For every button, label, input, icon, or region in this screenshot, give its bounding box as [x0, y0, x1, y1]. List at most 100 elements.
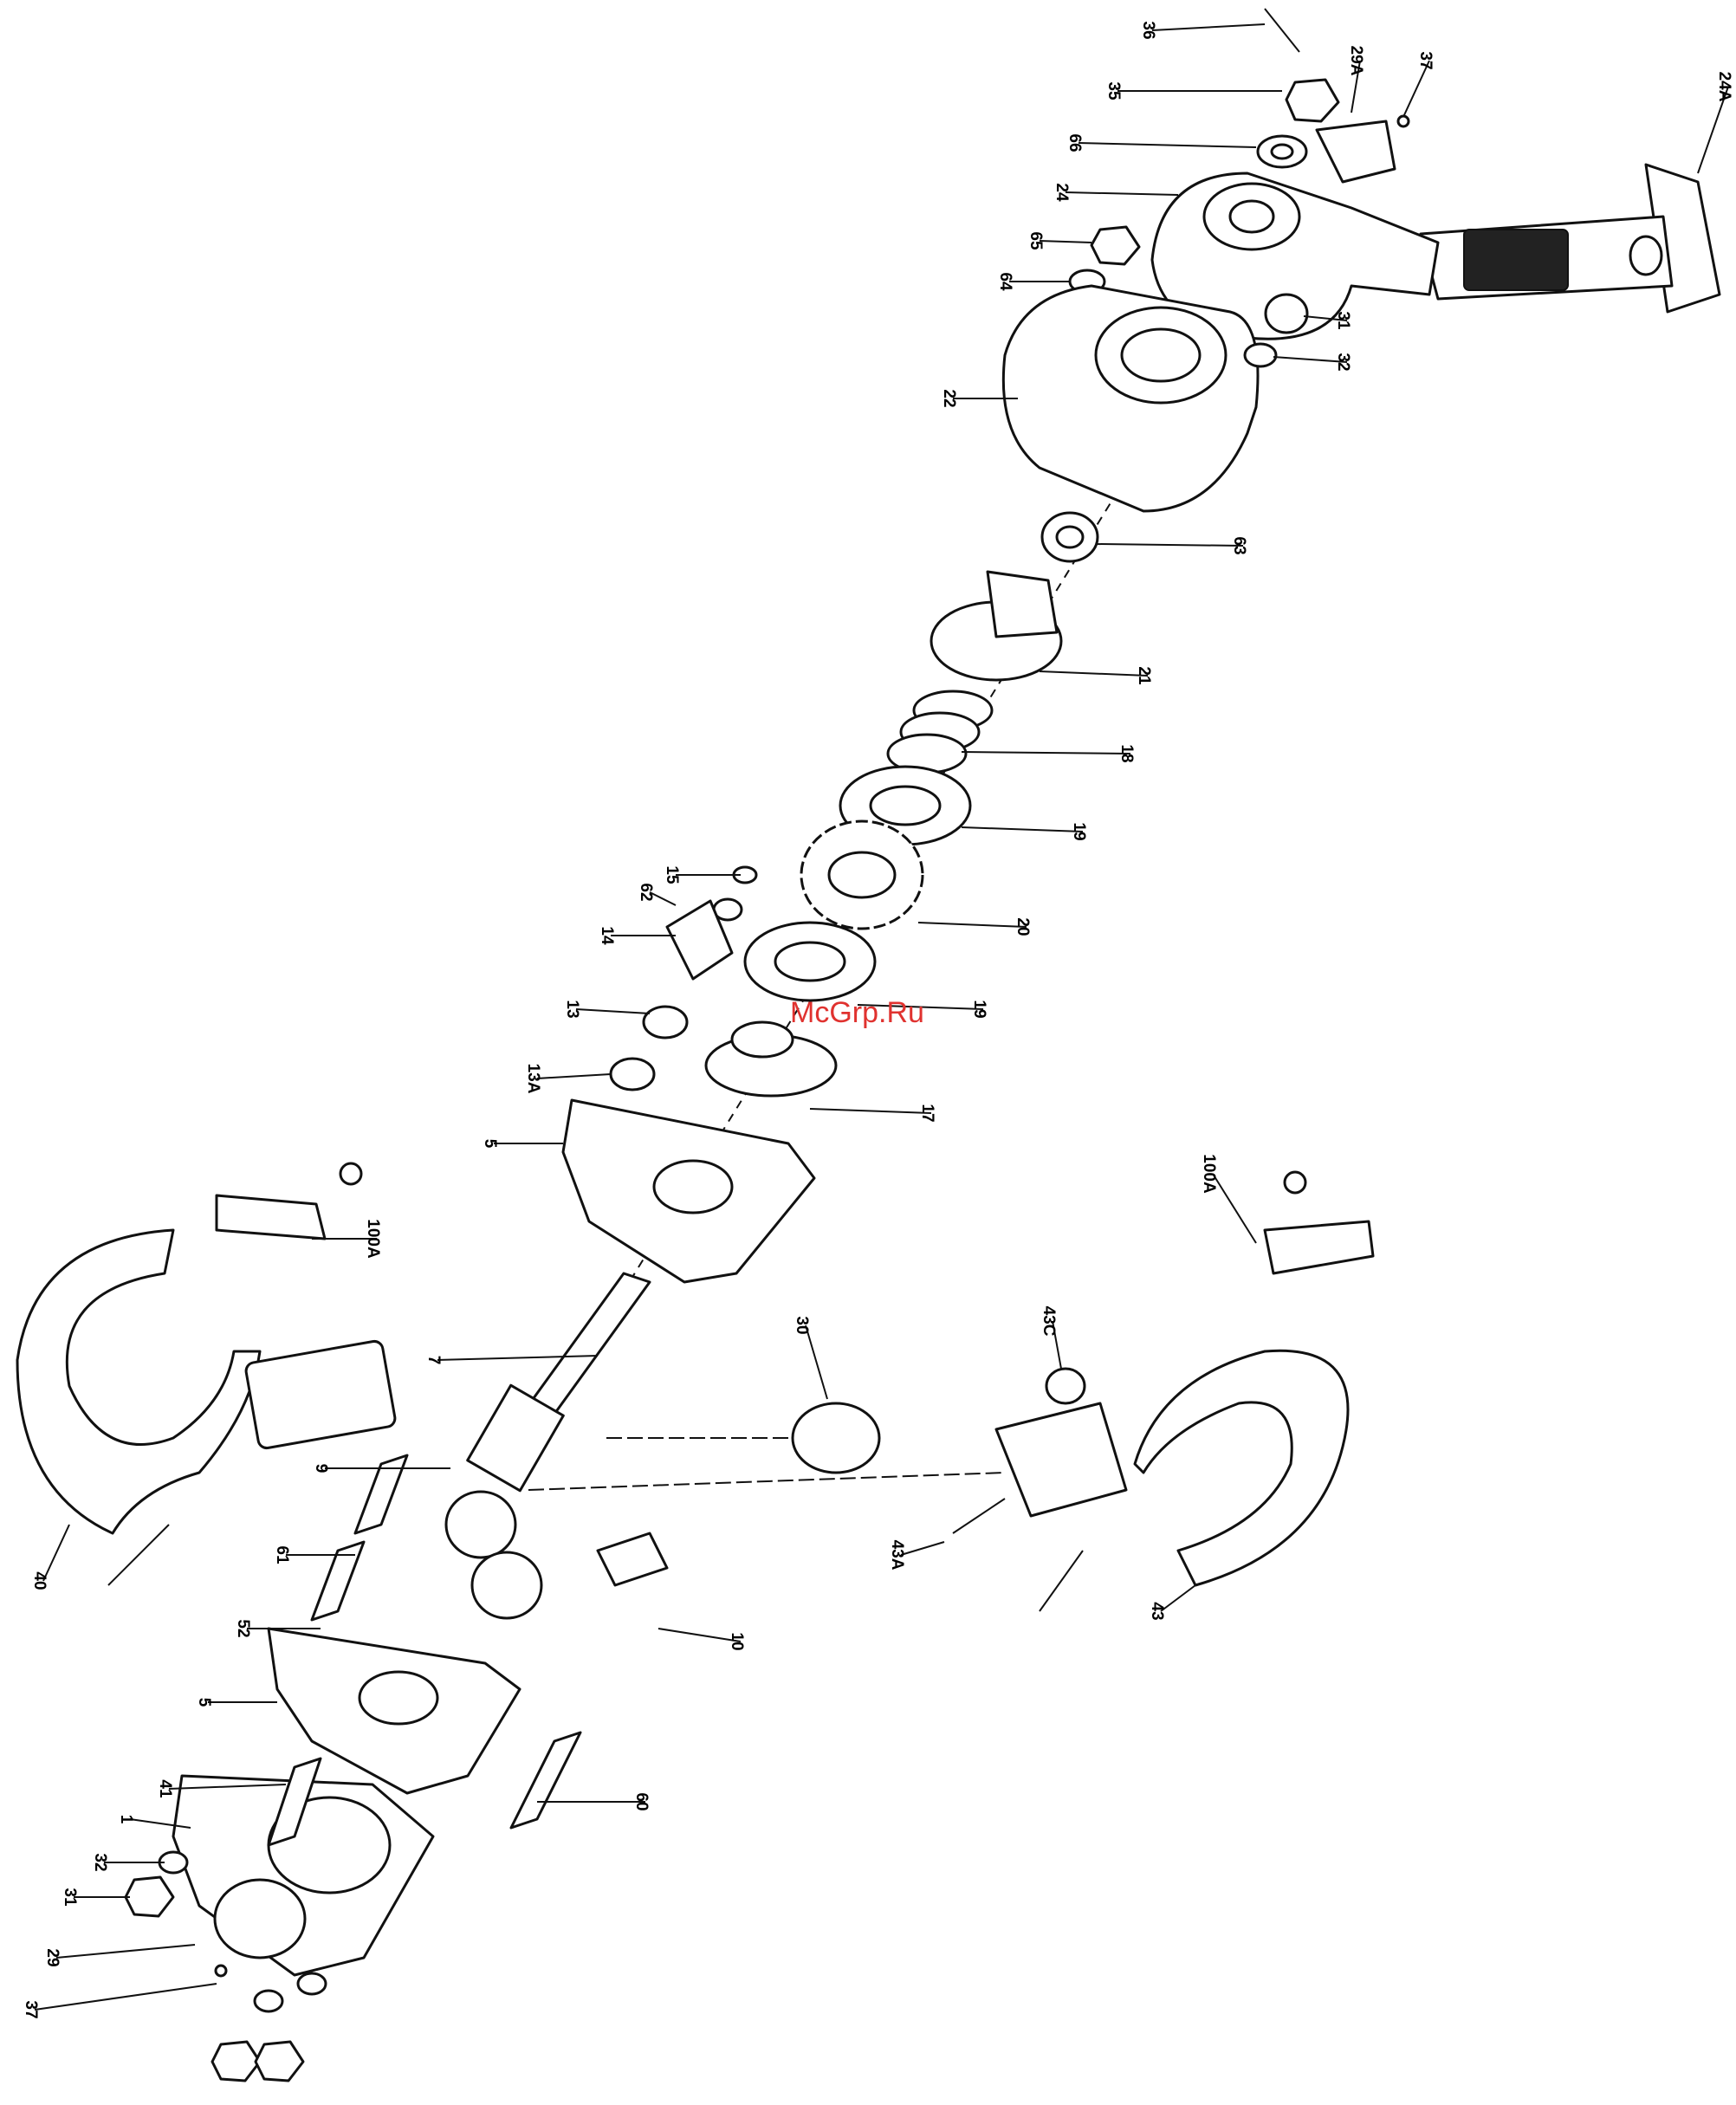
part-label-43C: 43C [1040, 1306, 1058, 1337]
part-36-pin [1265, 9, 1299, 52]
part-label-62: 62 [637, 883, 655, 901]
leader-line-20 [918, 923, 1027, 927]
part-label-29A-top: 29A [1347, 46, 1365, 76]
part-label-24A: 24A [1715, 72, 1733, 102]
part-label-31-bottom: 31 [61, 1888, 79, 1907]
part-29-nameplate [215, 1880, 305, 1958]
part-label-24: 24 [1053, 183, 1071, 202]
part-label-64: 64 [996, 272, 1014, 291]
part-63-bushing [1042, 513, 1098, 561]
part-label-65: 65 [1027, 231, 1045, 250]
part-35-castle-nut [1286, 80, 1338, 121]
part-label-60: 60 [632, 1792, 651, 1810]
part-52-stud [312, 1542, 364, 1620]
part-label-36: 36 [1139, 21, 1157, 39]
part-31-cap-nut-top [1266, 295, 1307, 333]
part-label-40: 40 [30, 1571, 49, 1590]
part-24A-lever-handle [1421, 165, 1720, 312]
part-label-5-lower: 5 [195, 1698, 213, 1707]
part-label-37-top: 37 [1416, 51, 1435, 69]
part-65-nut [1091, 227, 1139, 264]
part-label-29: 29 [43, 1948, 62, 1966]
part-60-stud [511, 1733, 580, 1828]
part-label-5-upper: 5 [481, 1139, 499, 1149]
part-37-rivet-bottom [216, 1966, 226, 1976]
part-label-1: 1 [117, 1815, 135, 1824]
part-21-hub [931, 572, 1061, 680]
leader-line-24 [1066, 192, 1178, 195]
part-label-35: 35 [1104, 81, 1123, 100]
part-label-43A: 43A [888, 1540, 906, 1571]
part-5-side-plate-upper [563, 1100, 814, 1282]
part-32-washer-top [1245, 344, 1276, 366]
leader-line-66 [1079, 143, 1256, 147]
part-label-13: 13 [563, 1000, 581, 1018]
part-40-top-hook [17, 1230, 396, 1585]
leader-line-37-bottom [35, 1984, 217, 2010]
part-label-32-top: 32 [1334, 353, 1352, 371]
leader-line-29 [56, 1945, 195, 1958]
leader-line-21 [1040, 671, 1148, 676]
part-31-nut-bottom [126, 1877, 173, 1916]
part-label-14: 14 [598, 926, 616, 945]
part-label-20: 20 [1014, 917, 1032, 936]
part-label-15: 15 [663, 865, 681, 884]
part-label-18: 18 [1117, 744, 1136, 762]
bottom-nuts [212, 1973, 326, 2081]
part-label-43: 43 [1148, 1602, 1166, 1620]
part-13A-spring [611, 1059, 654, 1090]
part-label-31-top: 31 [1334, 311, 1352, 330]
part-22-cover-housing [1003, 286, 1258, 511]
leader-line-100A-right [1213, 1174, 1256, 1243]
load-chain [528, 1438, 1005, 1490]
leader-line-43A [901, 1542, 944, 1555]
leader-line-13A [537, 1074, 611, 1078]
part-label-52: 52 [234, 1619, 252, 1637]
watermark-text: McGrp.Ru [790, 996, 924, 1029]
part-13-pawl-spring [644, 1007, 687, 1038]
part-19-friction-disc-lower [745, 923, 875, 1001]
part-100A-latch-left [217, 1163, 361, 1239]
leader-line-13 [576, 1009, 650, 1014]
part-label-13A: 13A [524, 1064, 542, 1094]
part-label-9: 9 [312, 1464, 330, 1474]
part-label-19-lower: 19 [970, 1000, 988, 1018]
part-29A-plate [1317, 121, 1395, 182]
leader-line-18 [962, 752, 1130, 754]
part-100A-latch-right [1265, 1172, 1373, 1273]
part-label-32-bottom: 32 [91, 1853, 109, 1871]
part-label-63: 63 [1230, 536, 1248, 554]
part-66-washer [1258, 136, 1306, 167]
part-61-stud [355, 1455, 407, 1533]
part-label-100A-left: 100A [364, 1219, 382, 1259]
part-17-sleeve [706, 1022, 836, 1096]
part-label-17: 17 [918, 1104, 936, 1122]
part-label-22: 22 [940, 389, 958, 407]
part-9-load-sheave [446, 1492, 541, 1618]
leader-line-36 [1152, 24, 1265, 30]
part-7-drive-shaft [468, 1273, 650, 1491]
part-label-61: 61 [273, 1545, 291, 1564]
leader-line-63 [1096, 544, 1243, 546]
part-10-stripper [598, 1533, 667, 1585]
part-label-21: 21 [1135, 666, 1153, 685]
part-37-rivet-top [1398, 116, 1409, 126]
part-label-100A-right: 100A [1200, 1154, 1218, 1194]
part-label-66: 66 [1066, 133, 1084, 152]
leader-line-19-upper [962, 827, 1083, 832]
leader-line-17 [810, 1109, 931, 1113]
part-20-ratchet-wheel [801, 821, 923, 929]
part-label-19-upper: 19 [1070, 822, 1088, 840]
part-30-chain-ring [793, 1403, 879, 1473]
leader-line-30 [806, 1325, 827, 1399]
part-43C-nut [1046, 1369, 1085, 1403]
part-label-10: 10 [728, 1632, 746, 1650]
part-43-bottom-hook [953, 1350, 1348, 1611]
part-label-30: 30 [793, 1316, 811, 1334]
part-label-41: 41 [156, 1779, 174, 1798]
part-label-7: 7 [424, 1356, 443, 1365]
part-label-37-bottom: 37 [22, 2000, 40, 2018]
leader-line-65 [1040, 241, 1091, 243]
